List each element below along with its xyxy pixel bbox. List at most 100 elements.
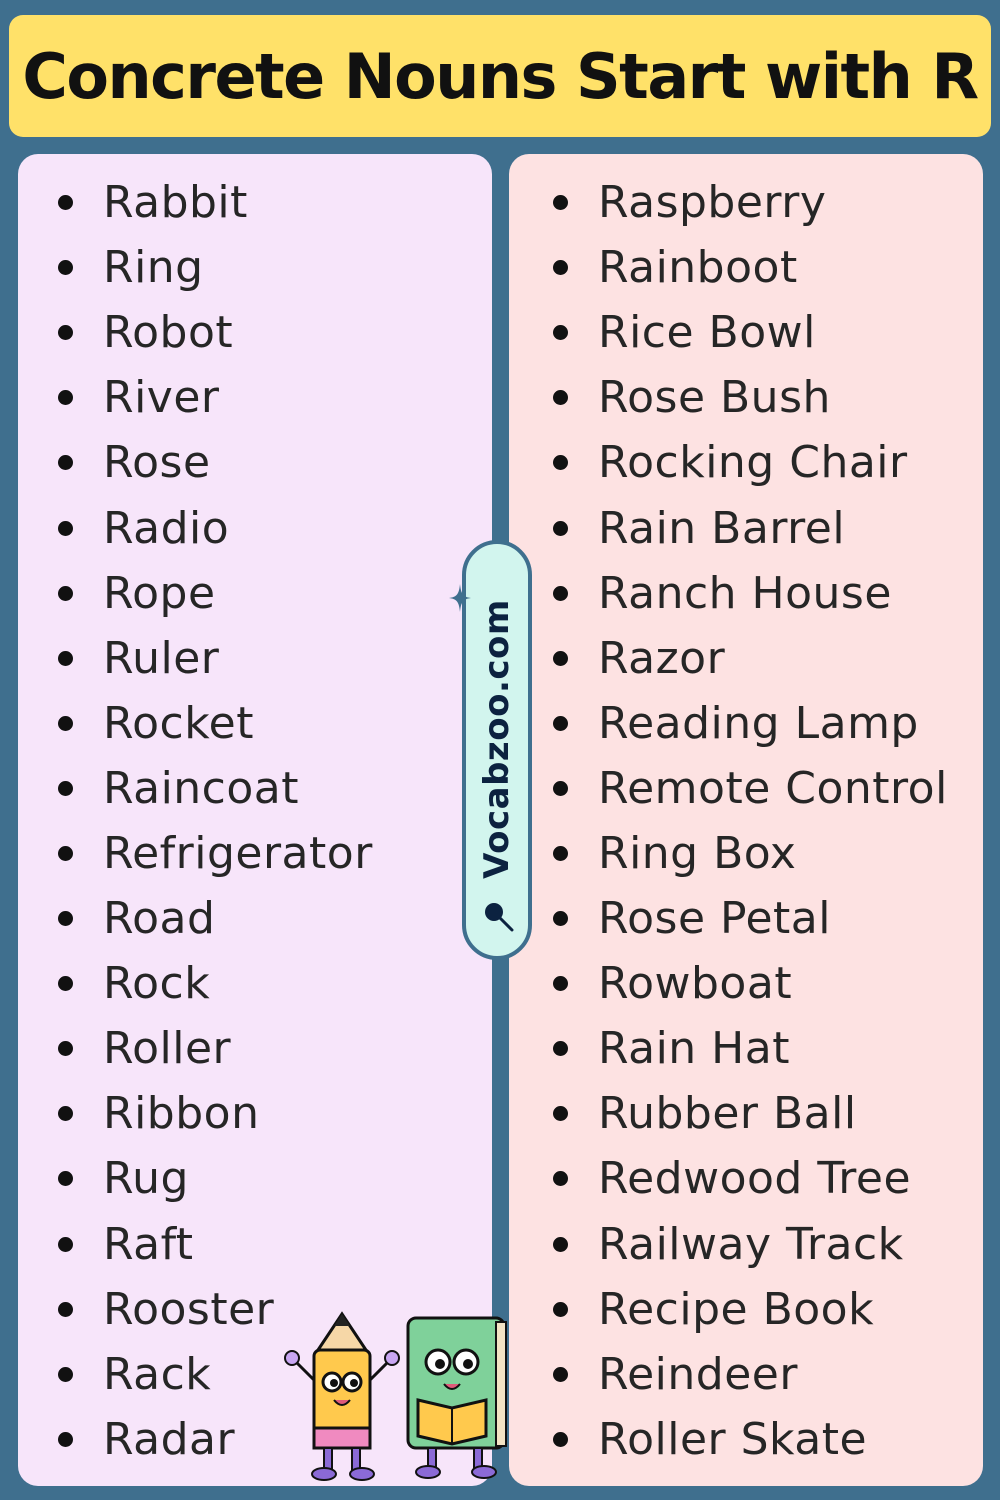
bullet-dot-icon [553,1041,568,1057]
left-list-item-label: Ribbon [103,1088,260,1140]
bullet-dot-icon [58,1366,73,1382]
magnifier-icon [485,903,514,932]
bullet-dot-icon [58,1041,73,1057]
bullet-dot-icon [58,260,73,276]
right-list-item-label: Ring Box [598,827,797,879]
bullet-dot-icon [553,1431,568,1447]
bullet-dot-icon [58,976,73,992]
bullet-dot-icon [553,325,568,341]
left-list-item-label: Rope [103,567,216,619]
pencil-mascot-icon [284,1311,400,1481]
right-list-item: Razor [553,626,948,691]
bullet-dot-icon [553,1236,568,1252]
left-list-item: Road [58,886,373,951]
right-list-item-label: Redwood Tree [598,1153,912,1205]
left-list-item: Rocket [58,691,373,756]
left-list-item: Ribbon [58,1081,373,1146]
left-list-item: Rack [58,1342,373,1407]
right-list-item-label: Rubber Ball [598,1088,857,1140]
left-list-item: Ring [58,235,373,300]
bullet-dot-icon [58,325,73,341]
bullet-dot-icon [58,455,73,471]
bullet-dot-icon [58,780,73,796]
left-list-item: Rose [58,430,373,495]
right-list-item-label: Rose Petal [598,893,831,945]
book-mascot-icon [406,1316,507,1479]
right-list-item: Remote Control [553,756,948,821]
bullet-dot-icon [553,195,568,211]
left-list-item: River [58,365,373,430]
left-list-item-label: Raincoat [103,762,300,814]
left-list-item-label: Robot [103,307,234,359]
left-list-item: Radio [58,495,373,560]
right-list-item-label: Rain Hat [598,1023,790,1075]
right-list-item-label: Reindeer [598,1348,798,1400]
bullet-dot-icon [58,390,73,406]
right-list-item-label: Recipe Book [598,1283,875,1335]
left-list-item: Raft [58,1212,373,1277]
left-list-item: Radar [58,1407,373,1472]
left-list-item-label: River [103,372,220,424]
bullet-dot-icon [553,1106,568,1122]
right-list-item-label: Rainboot [598,242,798,294]
right-list-item-label: Rocking Chair [598,437,908,489]
bullet-dot-icon [553,455,568,471]
bullet-dot-icon [58,715,73,731]
right-list-item: Raspberry [553,170,948,235]
bullet-dot-icon [553,1301,568,1317]
right-list-item-label: Reading Lamp [598,697,919,749]
pencil-and-book-mascots-icon [284,1311,507,1481]
right-list-item: Rainboot [553,235,948,300]
bullet-dot-icon [553,1171,568,1187]
left-list-item-label: Ring [103,242,204,294]
bullet-dot-icon [553,390,568,406]
right-list-item-label: Razor [598,632,726,684]
left-list-item: Refrigerator [58,821,373,886]
bullet-dot-icon [553,911,568,927]
left-list-item: Robot [58,300,373,365]
left-list-item: Rug [58,1146,373,1211]
left-list-item-label: Road [103,893,216,945]
bullet-dot-icon [553,780,568,796]
left-list-item-label: Rabbit [103,177,248,229]
bullet-dot-icon [58,650,73,666]
bullet-dot-icon [553,585,568,601]
right-list-item-label: Rice Bowl [598,307,816,359]
page-title: Concrete Nouns Start with R [22,39,979,113]
bullet-dot-icon [58,1236,73,1252]
left-list-item: Raincoat [58,756,373,821]
left-list-item-label: Roller [103,1023,232,1075]
left-list-item: Ruler [58,626,373,691]
right-list-item: Rain Barrel [553,495,948,560]
sparkle-icon [449,584,471,612]
right-list-item-label: Raspberry [598,177,827,229]
left-list-item-label: Refrigerator [103,827,373,879]
left-list-item-label: Rooster [103,1283,275,1335]
bullet-dot-icon [553,520,568,536]
right-list-item: Rocking Chair [553,430,948,495]
right-list-item: Rubber Ball [553,1081,948,1146]
left-list-item-label: Raft [103,1218,194,1270]
left-list-item-label: Rack [103,1348,212,1400]
bullet-dot-icon [58,1171,73,1187]
bullet-dot-icon [58,1431,73,1447]
bullet-dot-icon [553,650,568,666]
title-banner: Concrete Nouns Start with R [9,15,991,137]
right-list-item-label: Rain Barrel [598,502,846,554]
right-list-item: Ranch House [553,561,948,626]
bullet-dot-icon [58,585,73,601]
right-list-item: Rice Bowl [553,300,948,365]
bullet-dot-icon [58,1106,73,1122]
right-list-item-label: Rowboat [598,958,793,1010]
watermark-text: Vocabzoo.com [477,599,517,879]
bullet-dot-icon [58,1301,73,1317]
right-list-item: Reindeer [553,1342,948,1407]
left-list-item: Rock [58,951,373,1016]
right-list-item: Rowboat [553,951,948,1016]
right-list-item-label: Remote Control [598,762,948,814]
right-list-item: Roller Skate [553,1407,948,1472]
left-list-item-label: Radar [103,1413,236,1465]
right-list-item: Recipe Book [553,1277,948,1342]
bullet-dot-icon [58,520,73,536]
